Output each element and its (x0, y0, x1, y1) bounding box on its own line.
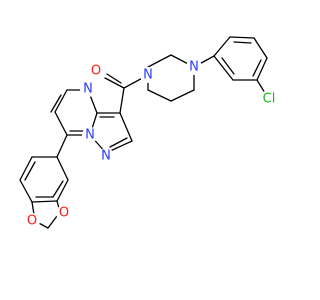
bond (253, 37, 268, 59)
atom-label-bg (186, 59, 202, 75)
bond (233, 41, 252, 44)
atom-label-bg (260, 90, 278, 108)
dioxole-oxygen-lower-label: O (27, 214, 37, 229)
atom-label-bg (56, 205, 72, 221)
carbonyl-oxygen-label: O (91, 64, 101, 79)
bond (119, 87, 125, 114)
pyrazole-nitrogen-label: N (101, 149, 111, 164)
atom-label-bg (98, 148, 114, 164)
bridge-nitrogen-label: N (85, 128, 95, 143)
atom-labels: O N N Cl N N N O O (24, 59, 278, 229)
molecule-canvas: O N N Cl N N N O O (19, 36, 278, 229)
bond (213, 36, 231, 57)
bond (170, 89, 195, 102)
bond (104, 77, 125, 89)
bond (19, 156, 33, 181)
bond (56, 156, 69, 181)
bond (19, 179, 33, 203)
bond (50, 94, 62, 113)
bond (106, 73, 122, 84)
pyrimidine-nitrogen-label: N (83, 82, 93, 97)
atom-label-bg (82, 127, 98, 143)
bond (252, 59, 262, 77)
bond (229, 36, 255, 39)
bond (109, 137, 128, 148)
atom-label-bg (80, 81, 96, 97)
atom-label-bg (24, 213, 40, 229)
bond (256, 79, 266, 94)
bond (147, 89, 172, 102)
bond (24, 161, 36, 181)
atom-label-bg (88, 63, 104, 79)
bond (54, 111, 68, 136)
bond (119, 112, 133, 142)
atom-label-bg (140, 67, 156, 83)
bond (56, 134, 68, 158)
bond (213, 55, 234, 81)
bond (31, 200, 58, 203)
bond (147, 54, 172, 68)
bond (221, 57, 235, 75)
bond (52, 180, 64, 198)
bonds (19, 36, 268, 229)
bond (256, 57, 268, 81)
chlorine-label: Cl (263, 92, 276, 107)
amide-nitrogen-label: N (143, 68, 153, 83)
bond (54, 89, 68, 113)
aryl-nitrogen-label: N (189, 60, 199, 75)
bond (56, 179, 69, 202)
molecule-structure: O N N Cl N N N O O (19, 36, 278, 229)
dioxole-oxygen-upper-label: O (59, 206, 69, 221)
